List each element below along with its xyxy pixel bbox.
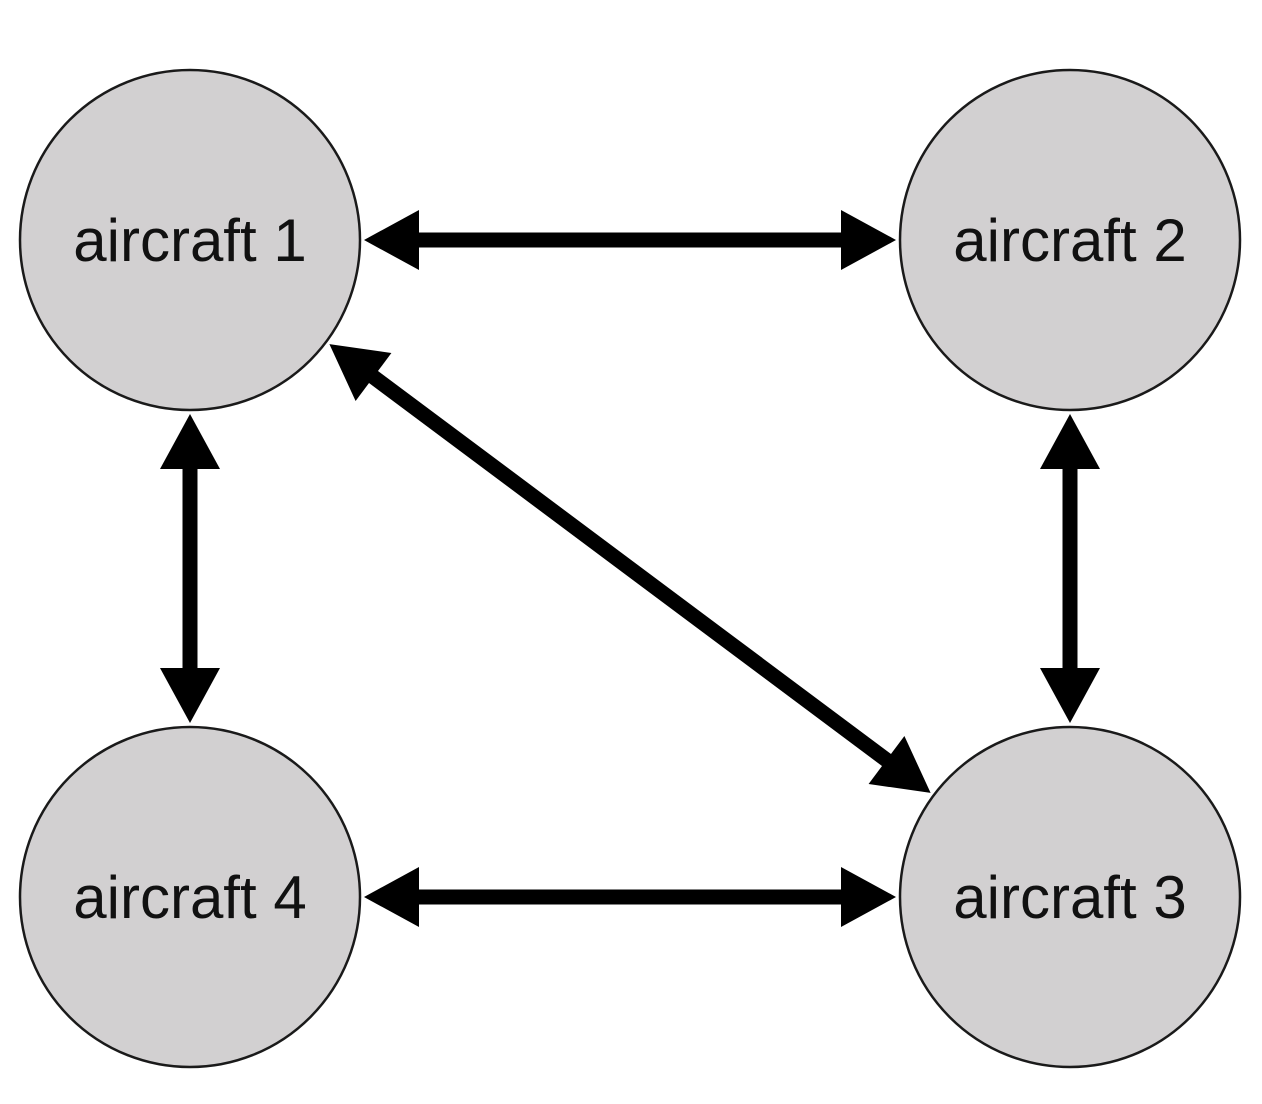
edge-a2-a3 — [1040, 414, 1100, 723]
node-circle — [18, 725, 362, 1069]
edge-a1-a3 — [329, 344, 931, 793]
node-label: aircraft 4 — [73, 864, 306, 931]
node-circle — [898, 725, 1242, 1069]
arrowhead-a1 — [160, 414, 220, 469]
node-a3: aircraft 3 — [898, 725, 1242, 1069]
nodes-layer: aircraft 1 aircraft 2 aircraft 3 aircraft 4 — [18, 68, 1242, 1069]
arrowhead-a3 — [841, 867, 896, 927]
edge-a1-a2 — [364, 210, 896, 270]
arrowhead-a2 — [1040, 414, 1100, 469]
node-a2: aircraft 2 — [898, 68, 1242, 412]
node-circle — [898, 68, 1242, 412]
arrowhead-a4 — [364, 867, 419, 927]
arrowhead-a1 — [329, 344, 392, 401]
node-label: aircraft 1 — [73, 207, 306, 274]
arrowhead-a3 — [1040, 668, 1100, 723]
node-label: aircraft 2 — [953, 207, 1186, 274]
arrowhead-a4 — [160, 668, 220, 723]
edge-a1-a4 — [160, 414, 220, 723]
node-circle — [18, 68, 362, 412]
edge-line — [365, 367, 895, 770]
arrowhead-a2 — [841, 210, 896, 270]
arrowhead-a3 — [868, 736, 931, 793]
node-a4: aircraft 4 — [18, 725, 362, 1069]
edges-layer — [160, 210, 1100, 927]
edge-a4-a3 — [364, 867, 896, 927]
node-a1: aircraft 1 — [18, 68, 362, 412]
arrowhead-a1 — [364, 210, 419, 270]
node-label: aircraft 3 — [953, 864, 1186, 931]
